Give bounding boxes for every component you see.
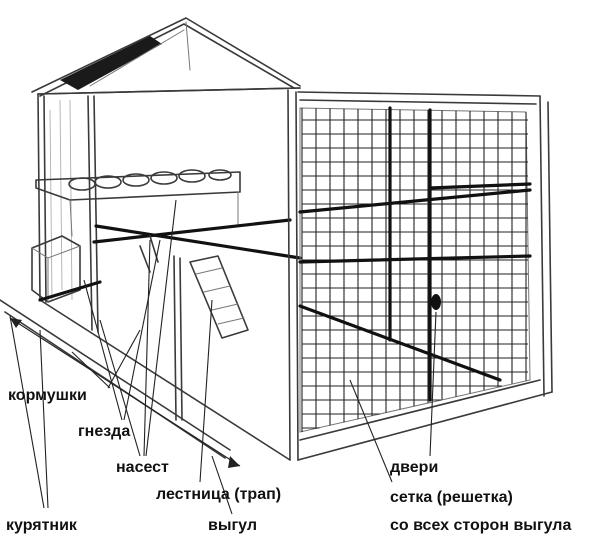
label-feeders: кормушки (8, 387, 87, 404)
door-handle-icon (431, 294, 441, 310)
label-doors: двери (390, 459, 438, 476)
label-ladder: лестница (трап) (156, 486, 281, 503)
label-run: выгул (208, 517, 257, 534)
roof (31, 17, 301, 97)
label-coop: курятник (6, 517, 78, 534)
roof-shading (60, 36, 162, 90)
label-nests: гнезда (78, 423, 130, 440)
leader-lines (9, 199, 437, 515)
feeders-shelf (35, 169, 241, 237)
ladder (173, 255, 249, 421)
perch-bars (38, 218, 302, 302)
label-mesh-line2: со всех сторон выгула (390, 517, 571, 534)
coop-frame (0, 87, 301, 461)
mesh-grid (301, 108, 528, 432)
feeder-bowls (68, 169, 232, 191)
run-frame (287, 89, 553, 461)
labels: кормушки гнезда насест лестница (трап) д… (6, 387, 571, 534)
run-bars (298, 106, 532, 402)
label-perch: насест (116, 459, 169, 476)
label-mesh-line1: сетка (решетка) (390, 489, 513, 506)
